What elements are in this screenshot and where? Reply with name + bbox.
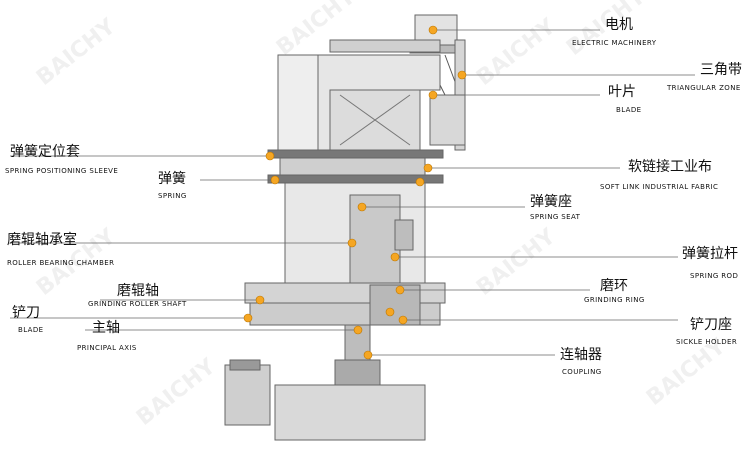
side-duct bbox=[429, 94, 466, 146]
label-electric-machinery-en: ELECTRIC MACHINERY bbox=[572, 39, 657, 47]
marker bbox=[457, 70, 467, 80]
label-triangular-zone-zh: 三角带 bbox=[700, 62, 742, 78]
marker bbox=[353, 325, 363, 335]
marker bbox=[428, 90, 438, 100]
label-principal-axis-en: PRINCIPAL AXIS bbox=[77, 344, 137, 352]
label-principal-axis-zh: 主轴 bbox=[92, 320, 120, 336]
spring-zone bbox=[279, 157, 426, 176]
gearbox bbox=[274, 384, 426, 441]
label-spring-positioning-sleeve-zh: 弹簧定位套 bbox=[10, 144, 80, 160]
label-spring-rod-zh: 弹簧拉杆 bbox=[682, 246, 738, 262]
label-spring-seat-zh: 弹簧座 bbox=[530, 194, 572, 210]
coupling-body bbox=[334, 359, 381, 386]
label-triangular-zone-en: TRIANGULAR ZONE bbox=[667, 84, 741, 92]
marker bbox=[395, 285, 405, 295]
label-grinding-roller-shaft-en: GRINDING ROLLER SHAFT bbox=[88, 300, 187, 308]
label-soft-link-fabric-en: SOFT LINK INDUSTRIAL FABRIC bbox=[600, 183, 719, 191]
marker bbox=[357, 202, 367, 212]
label-spring-positioning-sleeve-en: SPRING POSITIONING SLEEVE bbox=[5, 167, 119, 175]
label-sickle-holder-en: SICKLE HOLDER bbox=[676, 338, 738, 346]
marker bbox=[385, 307, 395, 317]
spring-rod-box bbox=[394, 219, 414, 251]
label-grinding-ring-zh: 磨环 bbox=[600, 278, 628, 294]
label-roller-bearing-chamber-en: ROLLER BEARING CHAMBER bbox=[7, 259, 115, 267]
marker bbox=[255, 295, 265, 305]
marker bbox=[423, 163, 433, 173]
label-coupling-zh: 连轴器 bbox=[560, 347, 602, 363]
marker bbox=[390, 252, 400, 262]
label-soft-link-fabric-zh: 软链接工业布 bbox=[628, 159, 712, 175]
label-grinding-ring-en: GRINDING RING bbox=[584, 296, 645, 304]
roller-assembly bbox=[349, 194, 401, 286]
top-cap bbox=[329, 39, 441, 53]
label-roller-bearing-chamber-zh: 磨辊轴承室 bbox=[7, 232, 77, 248]
marker bbox=[347, 238, 357, 248]
marker bbox=[243, 313, 253, 323]
label-blade-bottom-en: BLADE bbox=[18, 326, 44, 334]
blade-line bbox=[339, 94, 411, 146]
label-spring-seat-en: SPRING SEAT bbox=[530, 213, 581, 221]
marker bbox=[428, 25, 438, 35]
marker bbox=[415, 177, 425, 187]
label-spring-rod-en: SPRING ROD bbox=[690, 272, 739, 280]
marker bbox=[265, 151, 275, 161]
housing-side bbox=[277, 54, 319, 151]
bottom-motor-cap bbox=[229, 359, 261, 371]
bottom-motor bbox=[224, 364, 271, 426]
label-blade-top-en: BLADE bbox=[616, 106, 642, 114]
grinding-ring-block bbox=[369, 284, 421, 326]
spring-flange bbox=[267, 149, 444, 159]
label-coupling-en: COUPLING bbox=[562, 368, 602, 376]
label-sickle-holder-zh: 铲刀座 bbox=[690, 317, 732, 333]
label-blade-bottom-zh: 铲刀 bbox=[12, 305, 40, 321]
marker bbox=[363, 350, 373, 360]
label-electric-machinery-zh: 电机 bbox=[605, 17, 633, 33]
label-blade-top-zh: 叶片 bbox=[608, 84, 636, 100]
marker bbox=[270, 175, 280, 185]
marker bbox=[398, 315, 408, 325]
label-spring-zh: 弹簧 bbox=[158, 171, 186, 187]
label-grinding-roller-shaft-zh: 磨辊轴 bbox=[117, 283, 159, 299]
label-spring-en: SPRING bbox=[158, 192, 187, 200]
